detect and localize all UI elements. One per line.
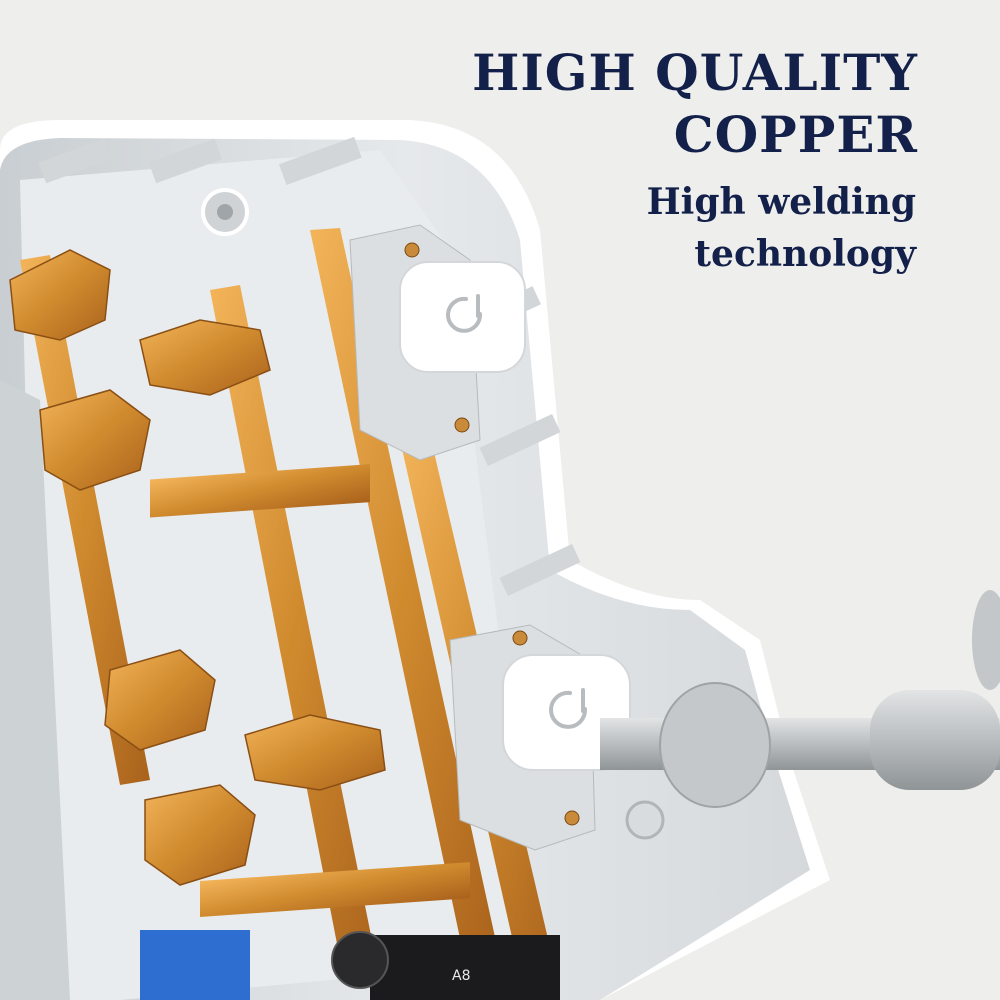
- headline: HIGH QUALITY COPPER: [472, 43, 918, 164]
- housing-left-wall: [0, 380, 70, 1000]
- cable-grommet: [659, 682, 771, 808]
- switch-button-bottom: [502, 654, 631, 771]
- copper-contacts: [9, 249, 386, 886]
- power-cable: [600, 590, 1000, 808]
- component-label: A8: [452, 968, 470, 984]
- copper-busbars: [20, 228, 560, 995]
- power-icon: [549, 688, 588, 729]
- subheadline: High welding technology: [646, 181, 916, 275]
- terminal-screws: [404, 242, 580, 826]
- electronic-components: A8: [140, 930, 560, 1000]
- switch-button-top: [399, 261, 526, 373]
- mount-hole: [625, 800, 665, 840]
- power-icon: [446, 294, 483, 333]
